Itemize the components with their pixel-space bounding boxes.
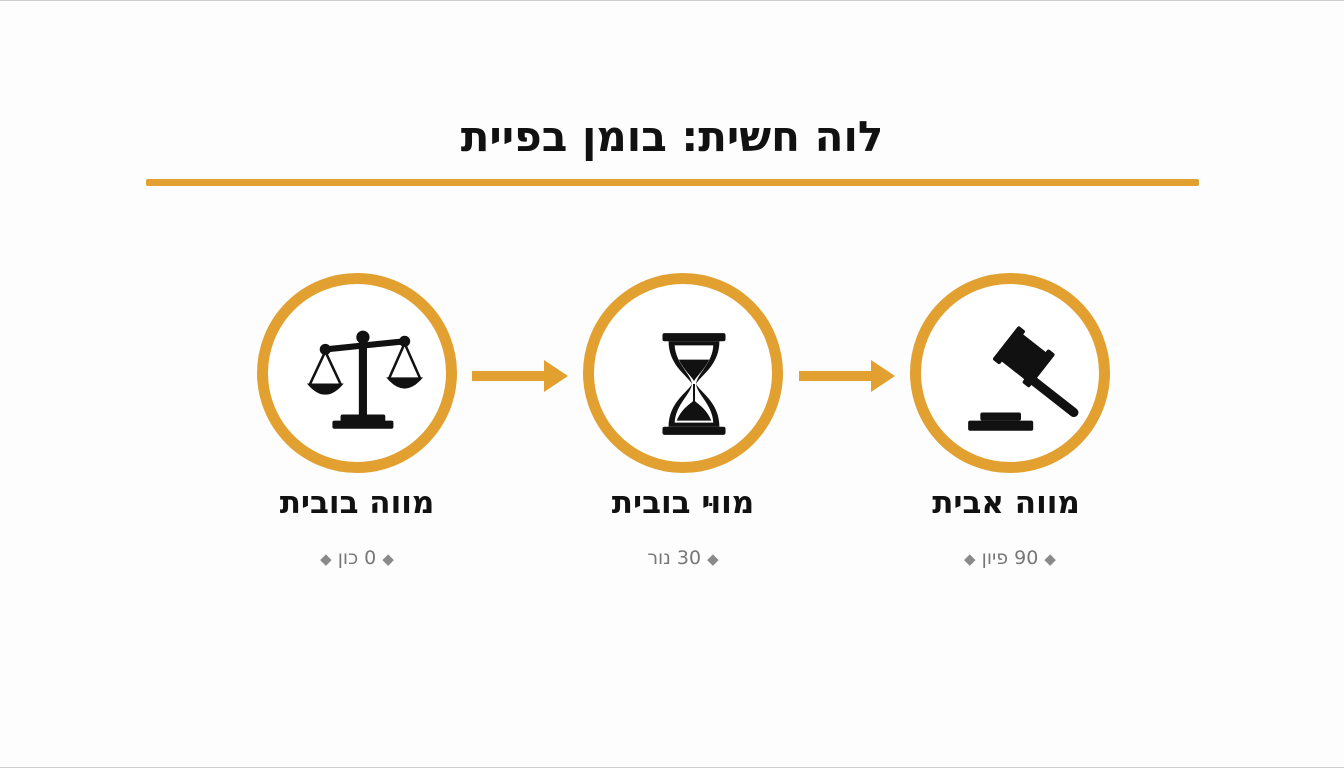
stage-note-text: 30 נור: [647, 547, 702, 569]
scales-icon: [307, 330, 423, 429]
stage-note-text: 0 כון: [337, 547, 377, 569]
stage-title-3: מווה בובית: [279, 485, 435, 521]
stage-circle-hourglass: [583, 273, 783, 473]
diamond-icon: ◆: [1044, 550, 1056, 568]
stage-title-1: מווה אבית: [932, 485, 1080, 521]
gavel-icon: [968, 326, 1079, 431]
page-title: לוה חשית: בומן בפיית: [460, 112, 884, 161]
title-underline: [146, 179, 1199, 186]
stage-title-2: מווּי בובית: [611, 485, 755, 521]
stage-note-3: ◆ 0 כון ◆: [257, 545, 457, 572]
stage-circle-gavel: [910, 273, 1110, 473]
arrow-right-icon: [472, 360, 568, 392]
stage-note-text: 90 פיון: [981, 547, 1039, 569]
stage-note-1: ◆ 90 פיון ◆: [910, 545, 1110, 572]
stage-note-2: ◆ 30 נור: [583, 545, 783, 572]
diamond-icon: ◆: [382, 550, 394, 568]
diamond-icon: ◆: [964, 550, 976, 568]
diamond-icon: ◆: [320, 550, 332, 568]
stage-circle-scales: [257, 273, 457, 473]
arrow-right-icon: [799, 360, 895, 392]
hourglass-icon: [662, 333, 726, 435]
diamond-icon: ◆: [707, 550, 719, 568]
